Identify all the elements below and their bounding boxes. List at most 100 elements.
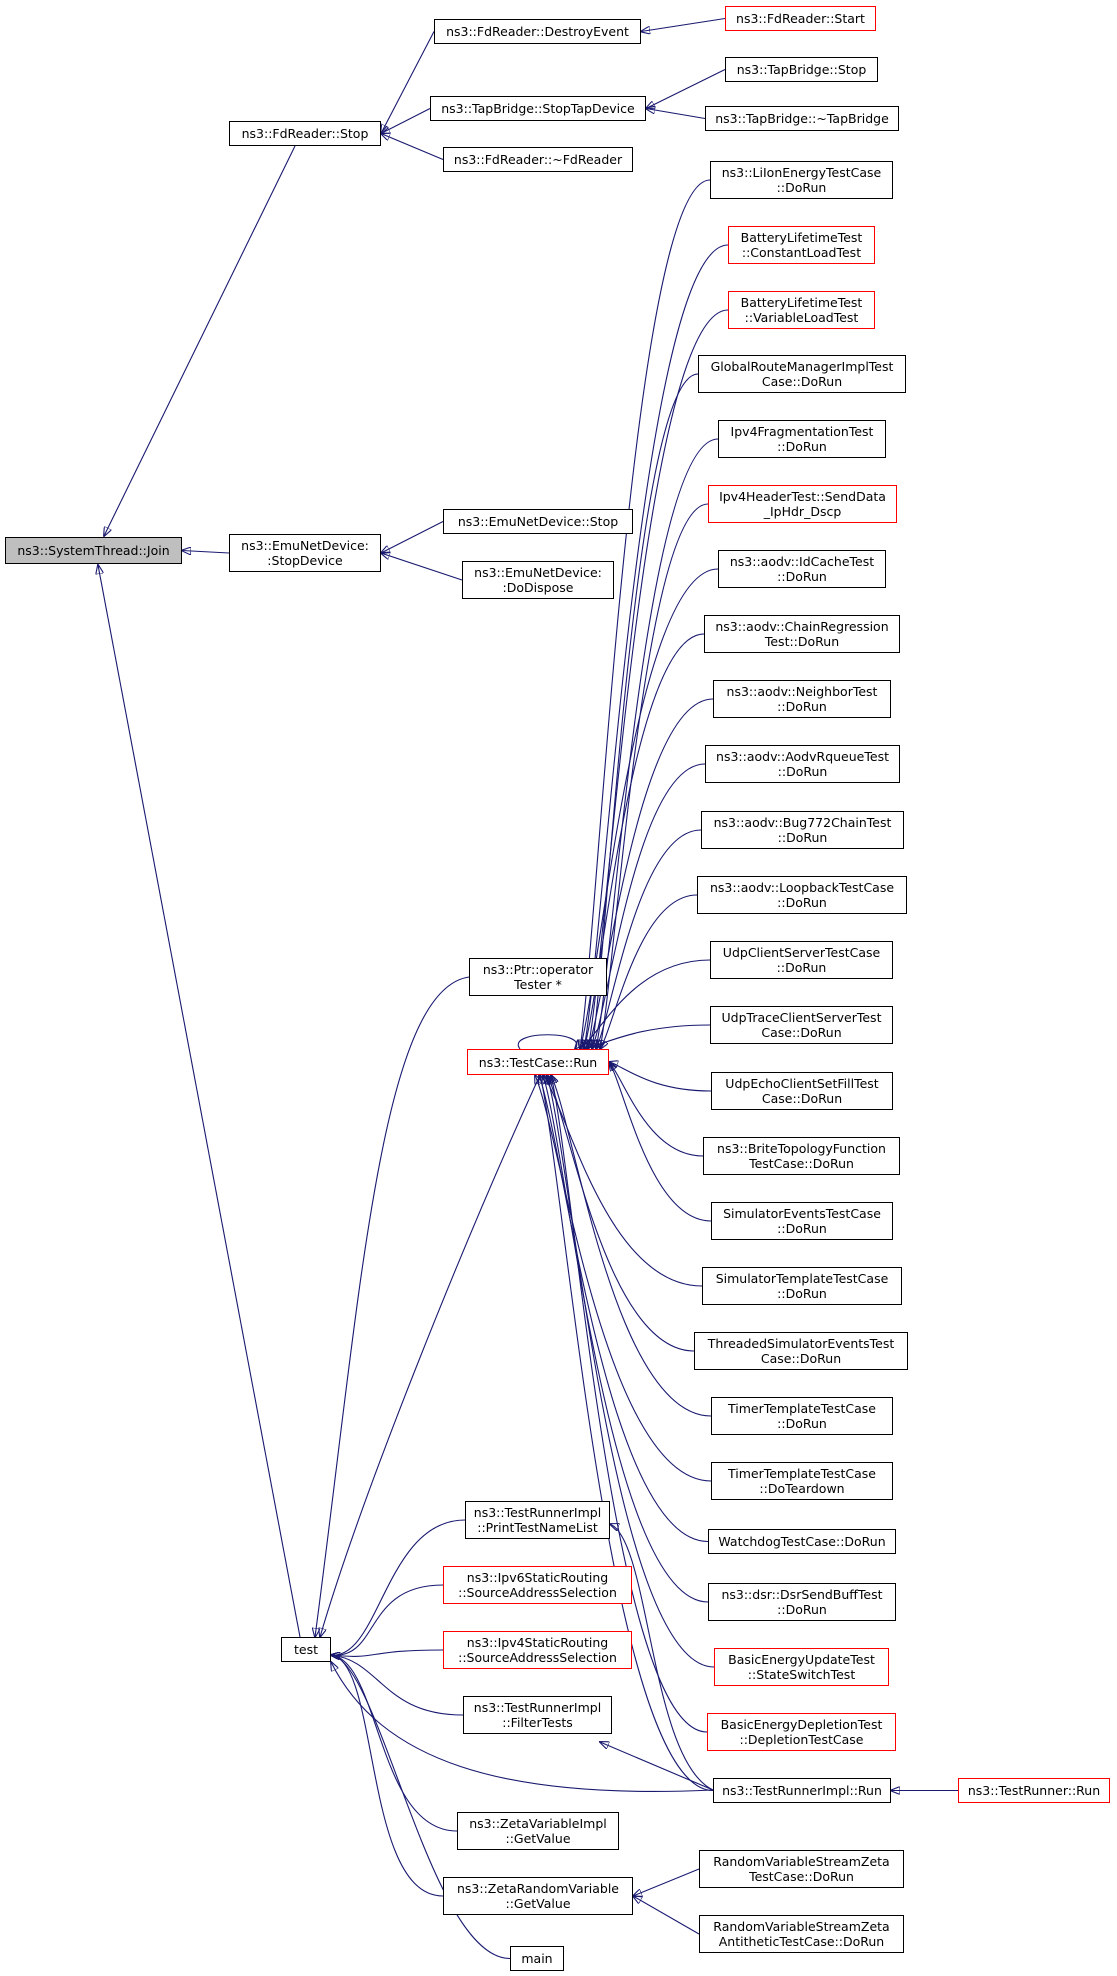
node-test[interactable]: test (281, 1637, 331, 1662)
node-watchdog[interactable]: WatchdogTestCase::DoRun (708, 1529, 896, 1554)
node-label: ns3::SystemThread::Join (17, 543, 170, 558)
edge-udpcs-to-tcrun (580, 959, 711, 1049)
node-tapdtor[interactable]: ns3::TapBridge::~TapBridge (705, 106, 899, 131)
node-label: ns3::TestRunner::Run (967, 1783, 1101, 1798)
node-simevents[interactable]: SimulatorEventsTestCase::DoRun (711, 1202, 893, 1240)
node-label: ::ConstantLoadTest (741, 245, 862, 260)
edge-threaded-to-tcrun (547, 1075, 695, 1352)
node-tcrun[interactable]: ns3::TestCase::Run (467, 1049, 609, 1075)
node-rqueue[interactable]: ns3::aodv::AodvRqueueTest::DoRun (705, 745, 900, 783)
edge-printlist-to-test (331, 1519, 466, 1655)
node-timerrun[interactable]: TimerTemplateTestCase::DoRun (711, 1397, 893, 1435)
node-label: ::SourceAddressSelection (458, 1585, 617, 1600)
edge-tapstopdev-to-fdstop (381, 108, 431, 134)
node-tapstop[interactable]: ns3::TapBridge::Stop (725, 57, 878, 82)
edge-watchdog-to-tcrun (539, 1075, 709, 1543)
node-label: ::DoRun (777, 439, 827, 454)
edge-main-to-test (331, 1655, 511, 1960)
edge-bug772-to-tcrun (596, 829, 702, 1049)
edge-zetaimpl-to-test (331, 1655, 458, 1832)
node-emudispose[interactable]: ns3::EmuNetDevice::DoDispose (462, 561, 614, 599)
node-trirun[interactable]: ns3::TestRunnerImpl::Run (713, 1778, 891, 1803)
node-battvar[interactable]: BatteryLifetimeTest::VariableLoadTest (728, 291, 875, 329)
edge-trirun-to-tcrun (540, 1075, 714, 1792)
node-timerteardown[interactable]: TimerTemplateTestCase::DoTeardown (711, 1462, 893, 1500)
node-label: ns3::aodv::Bug772ChainTest (713, 815, 892, 830)
edge-neighbor-to-tcrun (588, 698, 714, 1049)
edge-trirun-to-printlist (610, 1524, 714, 1791)
node-label: ::DoRun (777, 1221, 827, 1236)
node-label: ns3::aodv::NeighborTest (726, 684, 878, 699)
node-label: ns3::EmuNetDevice: (241, 538, 369, 553)
node-printlist[interactable]: ns3::TestRunnerImpl::PrintTestNameList (465, 1501, 610, 1539)
node-tapstopdev[interactable]: ns3::TapBridge::StopTapDevice (430, 96, 646, 121)
node-label: ns3::dsr::DsrSendBuffTest (721, 1587, 883, 1602)
node-label: ::GetValue (505, 1896, 571, 1911)
node-label: ::DoRun (777, 830, 828, 845)
node-label: Ipv4FragmentationTest (730, 424, 874, 439)
node-label: Tester * (514, 977, 562, 992)
node-simtemplate[interactable]: SimulatorTemplateTestCase::DoRun (702, 1267, 902, 1305)
node-trrun[interactable]: ns3::TestRunner::Run (958, 1778, 1110, 1803)
node-ipv4frag[interactable]: Ipv4FragmentationTest::DoRun (718, 420, 886, 458)
edge-brite-to-tcrun (609, 1062, 704, 1157)
node-label: SimulatorTemplateTestCase (715, 1271, 889, 1286)
node-fddtor[interactable]: ns3::FdReader::~FdReader (443, 147, 633, 172)
node-idcache[interactable]: ns3::aodv::IdCacheTest::DoRun (718, 550, 886, 588)
node-label: Test::DoRun (764, 634, 840, 649)
node-label: ns3::TapBridge::StopTapDevice (441, 101, 635, 116)
node-label: ns3::EmuNetDevice::Stop (457, 514, 619, 529)
node-dsr[interactable]: ns3::dsr::DsrSendBuffTest::DoRun (708, 1583, 896, 1621)
edge-filtertests-to-test (331, 1655, 464, 1716)
edge-tcrun-to-test (320, 1074, 541, 1637)
node-basicdepletion[interactable]: BasicEnergyDepletionTest::DepletionTestC… (707, 1713, 896, 1751)
node-label: WatchdogTestCase::DoRun (718, 1534, 886, 1549)
node-label: TimerTemplateTestCase (728, 1466, 876, 1481)
node-label: ::DoRun (777, 1286, 827, 1301)
node-label: ns3::TapBridge::Stop (736, 62, 867, 77)
node-filtertests[interactable]: ns3::TestRunnerImpl::FilterTests (463, 1696, 612, 1734)
edge-rvzeta-to-zetarand (633, 1868, 700, 1896)
node-label: ::DoRun (777, 699, 827, 714)
node-bug772[interactable]: ns3::aodv::Bug772ChainTest::DoRun (701, 811, 904, 849)
edge-liion-to-tcrun (580, 179, 711, 1049)
node-label: RandomVariableStreamZeta (713, 1854, 890, 1869)
node-basicupdate[interactable]: BasicEnergyUpdateTest::StateSwitchTest (714, 1648, 889, 1686)
node-ipv6static[interactable]: ns3::Ipv6StaticRouting::SourceAddressSel… (443, 1566, 632, 1604)
node-label: BatteryLifetimeTest (740, 230, 863, 245)
node-neighbor[interactable]: ns3::aodv::NeighborTest::DoRun (713, 680, 891, 718)
node-destroyevt[interactable]: ns3::FdReader::DestroyEvent (434, 19, 641, 44)
node-fdstart[interactable]: ns3::FdReader::Start (725, 6, 876, 31)
node-label: ns3::EmuNetDevice: (474, 565, 602, 580)
node-zetaimpl[interactable]: ns3::ZetaVariableImpl::GetValue (457, 1812, 619, 1850)
node-main[interactable]: main (510, 1946, 564, 1971)
edge-chainreg-to-tcrun (584, 633, 705, 1049)
edge-test-to-root (98, 565, 301, 1638)
node-emustopdev[interactable]: ns3::EmuNetDevice::StopDevice (229, 534, 381, 572)
node-battconst[interactable]: BatteryLifetimeTest::ConstantLoadTest (728, 226, 875, 264)
node-ipv4static[interactable]: ns3::Ipv4StaticRouting::SourceAddressSel… (443, 1631, 632, 1669)
node-zetarand[interactable]: ns3::ZetaRandomVariable::GetValue (443, 1877, 633, 1915)
node-liion[interactable]: ns3::LiIonEnergyTestCase::DoRun (710, 161, 893, 199)
node-label: AntitheticTestCase::DoRun (718, 1934, 885, 1949)
node-label: ns3::aodv::IdCacheTest (729, 554, 875, 569)
node-label: ns3::TestRunnerImpl (473, 1505, 602, 1520)
node-ipv4hdr[interactable]: Ipv4HeaderTest::SendData_IpHdr_Dscp (708, 485, 897, 523)
node-loopback[interactable]: ns3::aodv::LoopbackTestCase::DoRun (697, 876, 907, 914)
node-emustop[interactable]: ns3::EmuNetDevice::Stop (443, 509, 633, 534)
node-root: ns3::SystemThread::Join (5, 537, 182, 564)
edge-trirun-to-test (331, 1662, 714, 1793)
node-label: ::DoRun (777, 569, 827, 584)
node-label: ns3::TestCase::Run (478, 1054, 598, 1070)
node-fdstop[interactable]: ns3::FdReader::Stop (229, 121, 381, 146)
node-udpcs[interactable]: UdpClientServerTestCase::DoRun (710, 941, 893, 979)
